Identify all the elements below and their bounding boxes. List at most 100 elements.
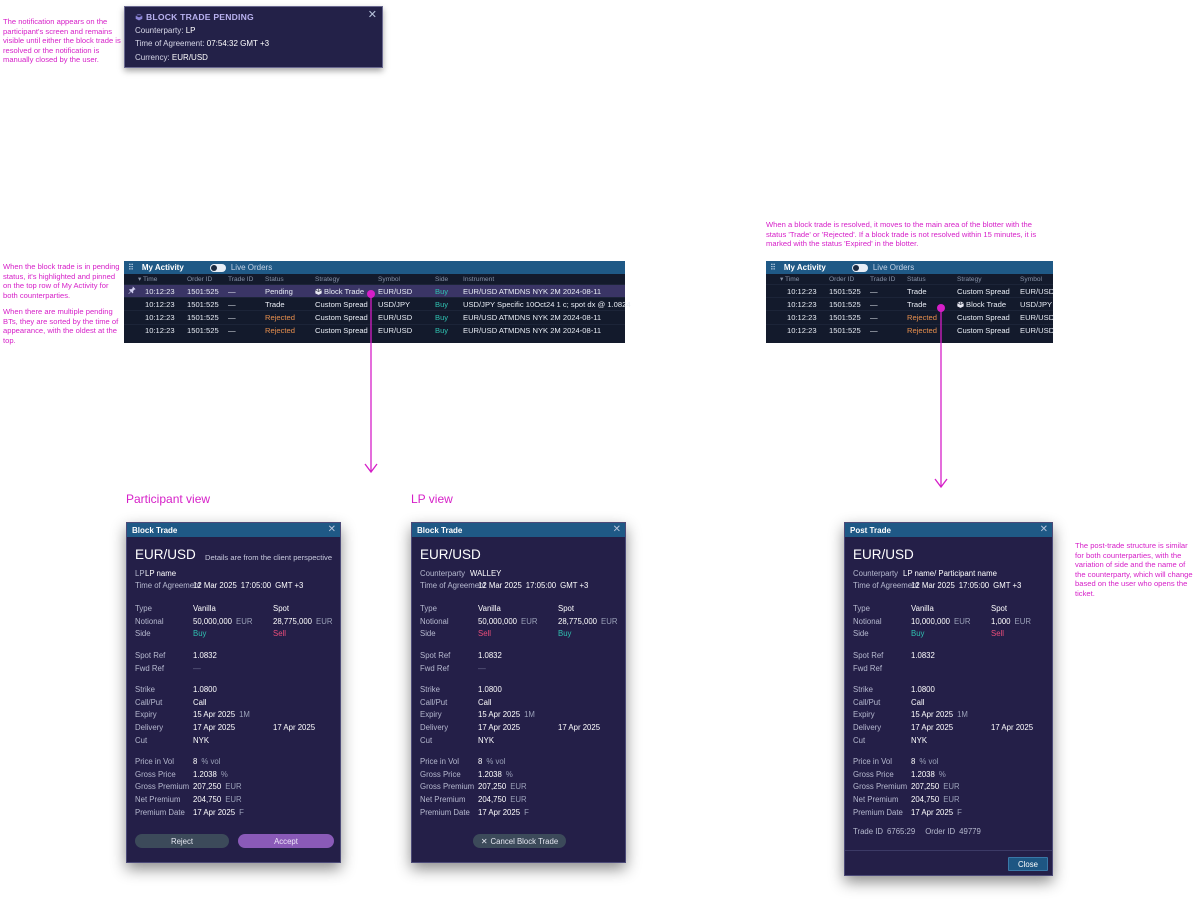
gross-price-value-text: 1.2038 xyxy=(911,769,935,779)
price-in-vol-value-unit: % vol xyxy=(201,757,221,766)
column-header[interactable]: Symbol xyxy=(378,275,400,283)
price-in-vol-value-text: 8 xyxy=(911,757,916,766)
gross-price-label: Gross Price xyxy=(853,769,894,779)
gross-premium-value-text: 207,250 xyxy=(911,782,940,792)
fwd-ref-value: — xyxy=(478,664,486,673)
cell-text: EUR/USD xyxy=(378,312,413,322)
drag-grip-icon[interactable]: ⠿ xyxy=(128,263,134,272)
close-icon: ✕ xyxy=(480,836,488,846)
delivery-label: Delivery xyxy=(853,723,882,733)
column-header[interactable]: Order ID xyxy=(187,275,213,283)
strike-value: 1.0800 xyxy=(478,685,502,694)
pending-note: When the block trade is in pending statu… xyxy=(3,262,120,300)
cell-symbol: USD/JPY xyxy=(378,300,435,309)
column-header[interactable]: Strategy xyxy=(315,275,340,283)
column-header[interactable]: Status xyxy=(907,275,926,283)
spot-ref-value-text: 1.0832 xyxy=(478,651,502,660)
premium-date-value-unit: F xyxy=(957,807,962,817)
cell-text: — xyxy=(870,326,878,336)
cell-time: 10:12:23 xyxy=(766,313,829,322)
net-premium-label: Net Premium xyxy=(135,795,181,805)
cell-text: Custom Spread xyxy=(315,312,368,322)
sort-down-icon: ▾ xyxy=(138,276,144,283)
close-icon[interactable]: ✕ xyxy=(327,524,336,535)
arrow-to-tickets xyxy=(364,290,378,474)
spot-ref-value-text: 1.0832 xyxy=(911,651,935,660)
cell-text: Block Trade xyxy=(966,299,1007,309)
column-header[interactable]: ▾ Time xyxy=(766,275,829,283)
type-option-text: Vanilla xyxy=(478,604,501,613)
net-premium-label: Net Premium xyxy=(420,795,466,805)
column-header[interactable]: Symbol xyxy=(1020,275,1042,283)
price-in-vol-value-text: 8 xyxy=(478,757,483,766)
cell-side: Buy xyxy=(435,287,463,296)
gross-premium-value-text: 207,250 xyxy=(478,782,507,792)
column-header[interactable]: Trade ID xyxy=(228,275,254,283)
cell-text: EUR/USD xyxy=(378,286,413,296)
cell-time: 10:12:23 xyxy=(124,286,187,296)
side-label: Side xyxy=(135,629,151,639)
cell-text: EUR/USD xyxy=(1020,312,1055,322)
gross-price-value-text: 1.2038 xyxy=(193,769,217,779)
arrow-to-post-trade xyxy=(934,304,948,489)
gross-premium-value-text: 207,250 xyxy=(193,782,222,792)
cancel-block-trade-button[interactable]: ✕Cancel Block Trade xyxy=(473,834,566,848)
live-orders-label: Live Orders xyxy=(872,263,915,272)
premium-date-value-text: 17 Apr 2025 xyxy=(911,807,954,817)
time-of-agreement-label: Time of Agreement xyxy=(135,581,201,590)
column-header[interactable]: Side xyxy=(435,275,449,283)
column-header[interactable]: Order ID xyxy=(829,275,855,283)
gross-price-value: 1.2038% xyxy=(193,770,228,779)
cell-strategy: Custom Spread xyxy=(315,300,378,309)
close-icon[interactable]: ✕ xyxy=(367,9,377,21)
notional-label: Notional xyxy=(420,616,449,626)
strike-label: Strike xyxy=(853,685,873,694)
toa-timezone: GMT +3 xyxy=(275,581,304,590)
live-orders-toggle[interactable] xyxy=(851,263,868,272)
cut-value-text: NYK xyxy=(911,735,928,745)
cell-text: 10:12:23 xyxy=(787,326,817,336)
gross-price-label: Gross Price xyxy=(420,769,461,779)
close-icon[interactable]: ✕ xyxy=(612,524,621,535)
gross-price-value-unit: % xyxy=(220,769,228,779)
close-button[interactable]: Close xyxy=(1008,857,1048,871)
notional-option-text: 10,000,000 xyxy=(911,616,951,626)
cell-text: Buy xyxy=(435,286,449,296)
cell-text: 1501:525 xyxy=(829,312,861,322)
drag-grip-icon[interactable]: ⠿ xyxy=(770,263,776,272)
lp-view-title: LP view xyxy=(411,492,453,506)
pin-icon[interactable] xyxy=(128,286,145,296)
cell-time: 10:12:23 xyxy=(766,287,829,296)
column-header[interactable]: Status xyxy=(265,275,284,283)
column-header[interactable]: Trade ID xyxy=(870,275,896,283)
live-orders-toggle[interactable] xyxy=(209,263,226,272)
cell-text: EUR/USD ATMDNS NYK 2M 2024-08-11 xyxy=(463,312,602,322)
cell-instrument: USD/JPY Specific 10Oct24 1 c; spot dx @ … xyxy=(463,300,631,309)
reject-button[interactable]: Reject xyxy=(135,834,229,848)
spot-ref-value: 1.0832 xyxy=(911,651,935,660)
expiry-label: Expiry xyxy=(853,710,875,720)
type-option-text: Vanilla xyxy=(193,604,216,613)
accept-button[interactable]: Accept xyxy=(238,834,334,848)
close-icon[interactable]: ✕ xyxy=(1039,524,1048,535)
column-header[interactable]: ▾ Time xyxy=(124,275,187,283)
column-header[interactable]: Instrument xyxy=(463,275,495,283)
strike-value-text: 1.0800 xyxy=(193,685,217,694)
type-label: Type xyxy=(135,604,152,613)
column-header[interactable]: Strategy xyxy=(957,275,982,283)
cell-text: — xyxy=(228,286,236,296)
cell-text: 10:12:23 xyxy=(787,312,817,322)
